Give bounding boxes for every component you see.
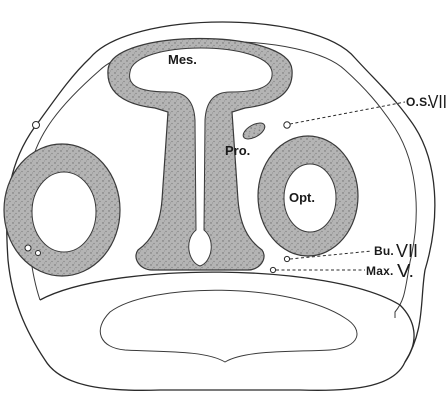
label-pro: Pro. [225,143,250,158]
left-small-dot-lower-a [25,245,31,251]
left-small-dot-lower-b [36,251,41,256]
label-bu-prefix: Bu. [374,244,394,258]
os-leader-line [290,102,405,124]
pro-structure [241,120,268,142]
label-opt: Opt. [289,190,315,205]
lower-arch-outer [40,272,414,362]
os-nerve-dot [284,122,290,128]
lower-arch-inner [100,290,357,362]
label-max-num: V. [397,261,414,281]
left-small-dot-upper [33,122,40,129]
max-nerve-dot [270,267,275,272]
label-os-num: VII [428,92,447,112]
mesencephalon-lumen [130,48,273,266]
label-bu-num: VII [396,241,418,261]
label-max-prefix: Max. [366,264,393,278]
left-optic-lumen [32,172,96,252]
label-mes: Mes. [168,52,197,67]
bu-nerve-dot [284,256,289,261]
